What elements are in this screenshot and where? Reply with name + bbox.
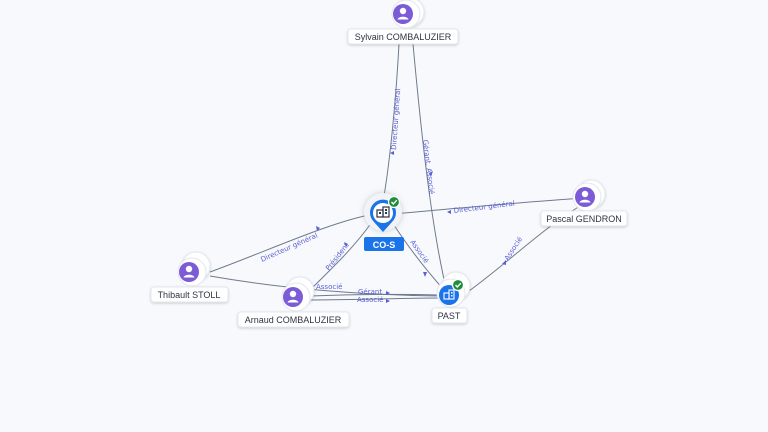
edge-sylvain-cos[interactable] <box>383 43 400 197</box>
node-label-cos: CO-S <box>373 240 396 250</box>
arrow-icon <box>429 171 433 177</box>
edge-label-arnaud-past-2: Associé <box>357 296 383 304</box>
edge-thibault-past[interactable] <box>209 275 441 297</box>
company-node-past[interactable]: PAST <box>431 271 471 324</box>
building-icon <box>376 206 390 218</box>
edge-label-arnaud-cos: Président <box>324 241 351 272</box>
person-node-thibault[interactable]: Thibault STOLL <box>150 251 229 303</box>
edge-label-pascal-cos: Directeur général <box>453 200 515 215</box>
arrow-icon <box>316 226 320 231</box>
edge-sylvain-past[interactable] <box>412 43 447 289</box>
arrow-icon <box>386 291 390 295</box>
person-node-sylvain[interactable]: Sylvain COMBALUZIER <box>347 0 459 45</box>
person-node-pascal[interactable]: Pascal GENDRON <box>540 179 628 227</box>
arrow-icon <box>344 242 348 247</box>
person-node-arnaud[interactable]: Arnaud COMBALUZIER <box>237 276 350 328</box>
edge-thibault-cos[interactable] <box>209 213 375 273</box>
node-label-past: PAST <box>438 311 461 321</box>
edge-label-thibault-cos: Directeur général <box>260 232 319 264</box>
edge-pascal-cos[interactable] <box>391 197 586 215</box>
arrow-icon <box>390 151 394 155</box>
node-label-sylvain: Sylvain COMBALUZIER <box>355 32 452 42</box>
edge-arnaud-cos[interactable] <box>307 221 373 293</box>
edge-label-pascal-past: Associé <box>503 236 524 263</box>
arrow-icon <box>423 272 427 277</box>
node-label-pascal: Pascal GENDRON <box>546 214 622 224</box>
edge-label-sylvain-cos: Directeur général <box>390 88 402 150</box>
node-label-thibault: Thibault STOLL <box>158 290 221 300</box>
arrow-icon <box>502 260 506 265</box>
edge-label-sylvain-past: Gérant, Associé <box>421 139 436 195</box>
arrow-icon <box>447 210 451 214</box>
edge-label-arnaud-past-1: Gérant <box>358 288 382 296</box>
building-icon <box>443 289 455 300</box>
verified-check-icon <box>451 278 465 292</box>
edge-cos-past[interactable] <box>391 221 445 291</box>
edge-arnaud-past-2[interactable] <box>309 297 441 301</box>
node-label-arnaud: Arnaud COMBALUZIER <box>245 315 342 325</box>
company-node-cos[interactable]: CO-S <box>364 193 404 251</box>
edge-label-thibault-past: Associé <box>316 283 342 291</box>
verified-check-icon <box>387 195 401 209</box>
arrow-icon <box>386 299 390 303</box>
